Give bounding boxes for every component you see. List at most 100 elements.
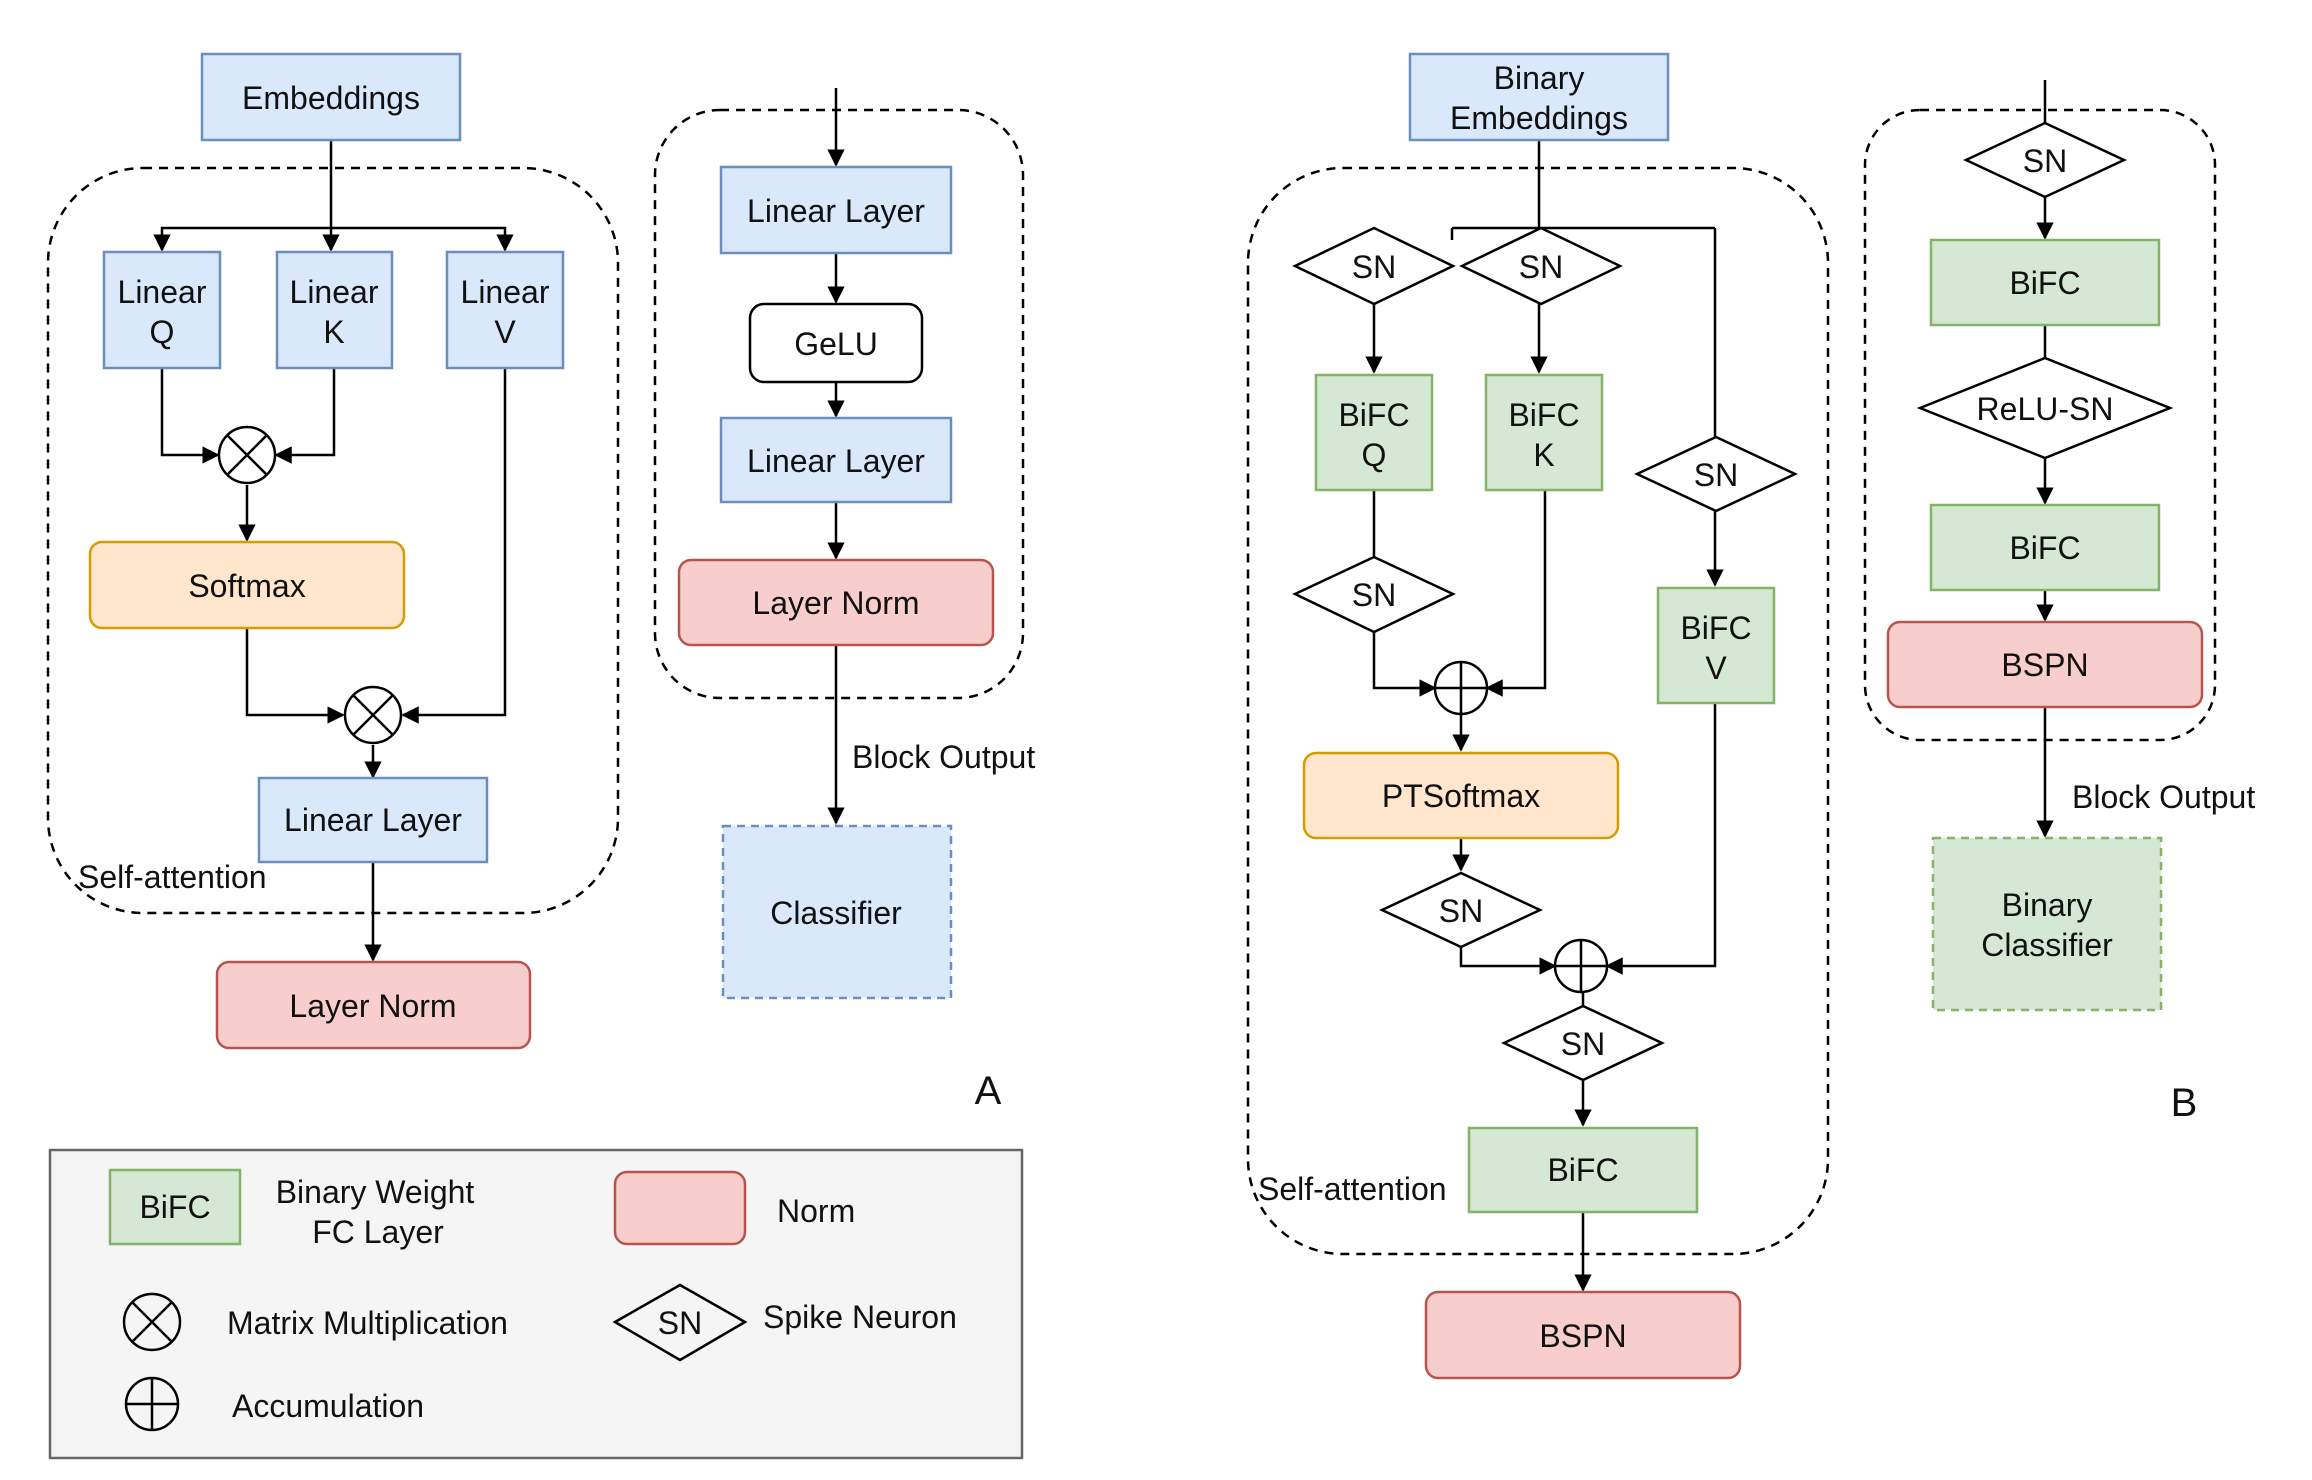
classifier-box: Classifier [721,824,953,1000]
mlp-linear-layer-1-label: Linear Layer [747,193,925,229]
ptsoftmax-label: PTSoftmax [1382,778,1540,814]
linear-k-label-line1: Linear [290,274,379,310]
spike-neuron-q-out: SN [1292,555,1456,634]
bifc-q-label-line1: BiFC [1338,397,1409,433]
legend-bifc-swatch: BiFC [108,1168,242,1246]
matrix-multiplication-icon [217,425,277,485]
attn-bifc-label: BiFC [1547,1152,1618,1188]
embeddings-label: Embeddings [242,80,420,116]
relu-sn-label: ReLU-SN [1977,391,2114,427]
spike-neuron-label: SN [1519,249,1563,285]
spike-neuron-label: SN [1352,249,1396,285]
softmax-box: Softmax [88,540,406,630]
mlp-layer-norm-label: Layer Norm [752,585,919,621]
legend-norm-desc: Norm [777,1193,855,1229]
panel-b: Binary Embeddings SN SN SN BiFC Q BiFC K… [1246,52,2255,1380]
spike-neuron-q-in: SN [1292,226,1456,306]
gelu-box: GeLU [748,302,924,384]
block-output-label: Block Output [852,739,1035,775]
linear-q-label-line2: Q [150,314,175,350]
panel-b-letter: B [2171,1081,2198,1125]
spike-neuron-label: SN [1561,1026,1605,1062]
gelu-label: GeLU [794,326,878,362]
spike-neuron-label: SN [1439,893,1483,929]
bifc-v-box: BiFC V [1656,586,1776,705]
softmax-label: Softmax [188,568,305,604]
bifc-k-label-line2: K [1533,437,1554,473]
binary-classifier-label-line1: Binary [2002,887,2093,923]
binary-embeddings-label-line1: Binary [1494,60,1585,96]
block-output-label: Block Output [2072,779,2255,815]
spike-neuron-out: SN [1501,1004,1665,1082]
binary-classifier-label-line2: Classifier [1981,927,2113,963]
spike-neuron-label: SN [2023,143,2067,179]
self-attention-label: Self-attention [1258,1171,1447,1207]
linear-q-box: Linear Q [102,250,222,370]
spike-neuron-mlp-in: SN [1963,121,2127,199]
mlp-layer-norm-box: Layer Norm [677,558,995,647]
legend-accumulation-icon [124,1376,180,1432]
mlp-bifc-2-label: BiFC [2009,530,2080,566]
mlp-linear-layer-2-box: Linear Layer [719,416,953,504]
mlp-linear-layer-1-box: Linear Layer [719,165,953,255]
legend-sn-swatch-label: SN [658,1305,702,1341]
linear-v-label-line2: V [494,314,516,350]
spike-neuron-v-in: SN [1634,435,1798,513]
self-attention-container [46,166,620,915]
legend-norm-swatch [613,1170,747,1246]
legend-bifc-desc-line2: FC Layer [312,1214,444,1250]
bifc-v-label-line1: BiFC [1680,610,1751,646]
mlp-bifc-1-box: BiFC [1929,238,2161,327]
mlp-container [1863,108,2217,742]
legend-matmul-icon [122,1292,182,1352]
linear-k-label-line2: K [323,314,344,350]
spike-neuron-k-in: SN [1459,226,1623,306]
bifc-k-label-line1: BiFC [1508,397,1579,433]
mlp-bspn-label: BSPN [2001,647,2088,683]
mlp-container [653,108,1025,700]
spike-neuron-label: SN [1352,577,1396,613]
attn-layer-norm-label: Layer Norm [289,988,456,1024]
embeddings-box: Embeddings [200,52,462,142]
legend-sn-desc: Spike Neuron [763,1299,957,1335]
mlp-linear-layer-2-label: Linear Layer [747,443,925,479]
mlp-bifc-1-label: BiFC [2009,265,2080,301]
ptsoftmax-box: PTSoftmax [1302,751,1620,840]
relu-sn-node: ReLU-SN [1916,356,2174,460]
legend-accumulation-desc: Accumulation [232,1388,424,1424]
legend-sn-swatch: SN [612,1283,748,1362]
classifier-label: Classifier [770,895,902,931]
bifc-v-label-line2: V [1705,650,1727,686]
matrix-multiplication-icon [343,685,403,745]
bifc-q-label-line2: Q [1362,437,1387,473]
mlp-bspn-box: BSPN [1886,620,2204,709]
legend-matmul-desc: Matrix Multiplication [227,1305,508,1341]
accumulation-icon [1553,938,1609,994]
linear-v-label-line1: Linear [461,274,550,310]
attn-linear-layer-box: Linear Layer [257,776,489,864]
binary-classifier-box: Binary Classifier [1931,836,2163,1012]
bifc-q-box: BiFC Q [1314,373,1434,492]
linear-q-label-line1: Linear [118,274,207,310]
legend: BiFC Binary Weight FC Layer Norm Matrix … [48,1148,1024,1460]
spike-neuron-label: SN [1694,457,1738,493]
panel-a: Embeddings Linear Q Linear K Linear V So… [46,52,1035,1113]
self-attention-label: Self-attention [78,859,267,895]
binary-embeddings-label-line2: Embeddings [1450,100,1628,136]
legend-bifc-swatch-label: BiFC [139,1189,210,1225]
attn-linear-layer-label: Linear Layer [284,802,462,838]
attn-bspn-box: BSPN [1424,1290,1742,1380]
attn-bifc-box: BiFC [1467,1126,1699,1214]
accumulation-icon [1433,660,1489,716]
linear-v-box: Linear V [445,250,565,370]
legend-bifc-desc-line1: Binary Weight [276,1174,475,1210]
panel-a-letter: A [975,1069,1002,1113]
spike-neuron-attn: SN [1379,871,1543,949]
binary-embeddings-box: Binary Embeddings [1408,52,1670,142]
mlp-bifc-2-box: BiFC [1929,503,2161,592]
linear-k-box: Linear K [275,250,394,370]
attn-bspn-label: BSPN [1539,1318,1626,1354]
bifc-k-box: BiFC K [1484,373,1604,492]
attn-layer-norm-box: Layer Norm [215,960,532,1050]
